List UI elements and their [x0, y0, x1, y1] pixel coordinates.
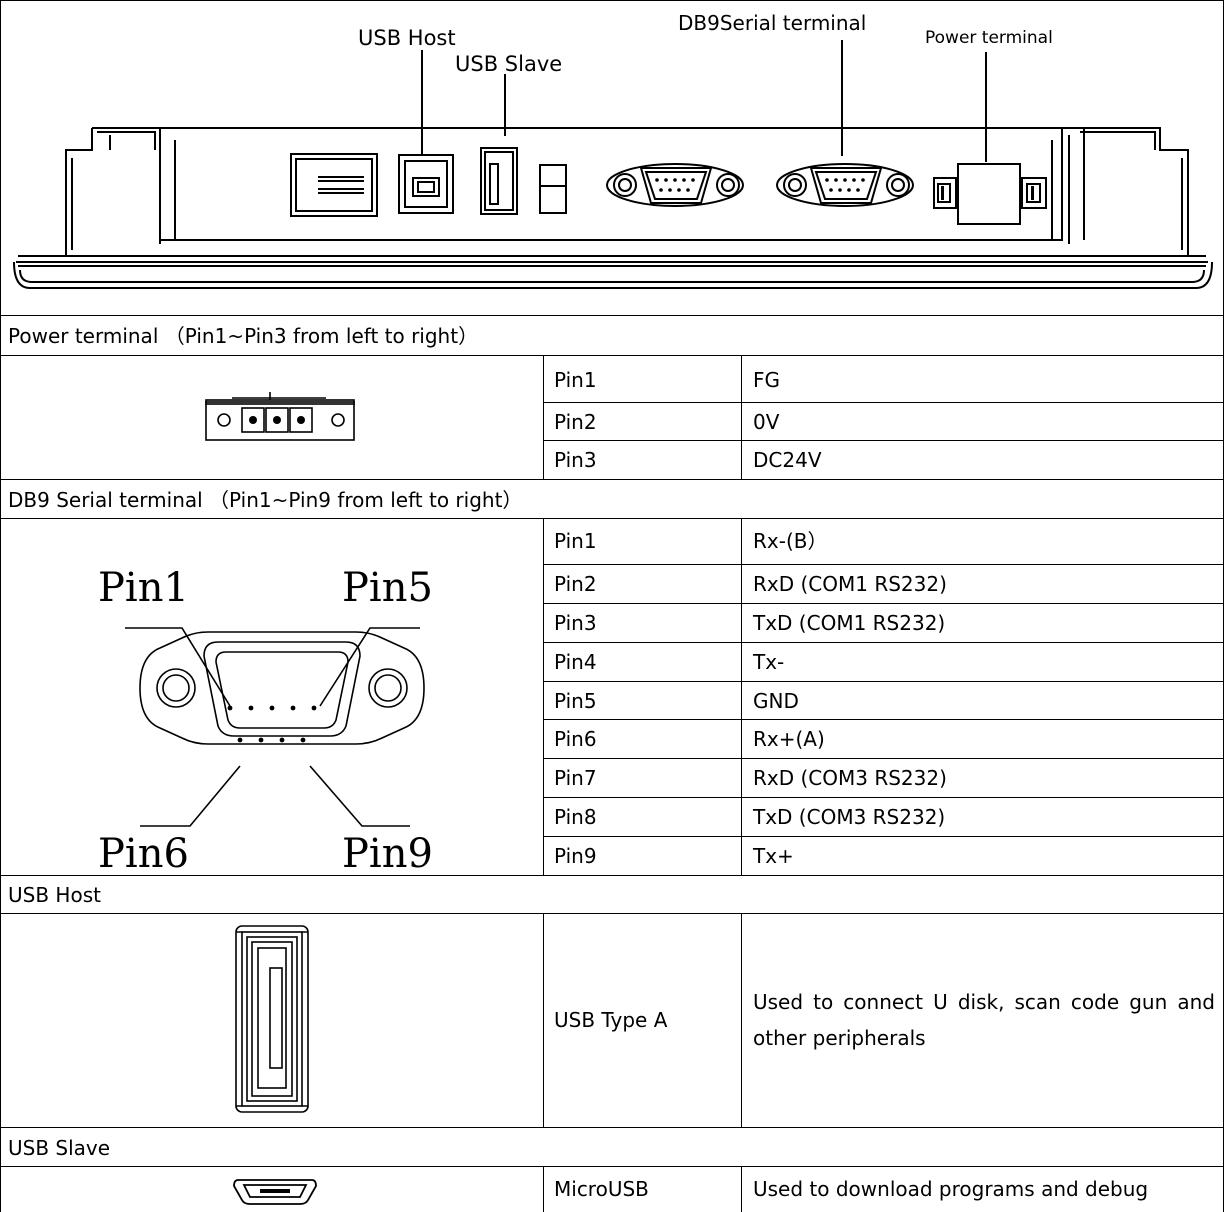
power-terminal-icon	[933, 163, 1047, 225]
power-section-title: Power terminal （Pin1~Pin3 from left to r…	[8, 324, 479, 348]
db9-section-title: DB9 Serial terminal （Pin1~Pin9 from left…	[8, 488, 523, 512]
table-row-pin: Pin1	[554, 529, 597, 553]
usb-host-desc: Used to connect U disk, scan code gun an…	[753, 990, 1215, 1050]
table-row-desc: DC24V	[753, 448, 822, 472]
db9-pinout-diagram	[125, 627, 425, 827]
table-row-pin: Pin4	[554, 650, 597, 674]
column-line	[543, 355, 544, 479]
divider	[544, 402, 1224, 403]
column-line	[543, 518, 544, 875]
column-line	[741, 913, 742, 1127]
table-row-desc: RxD (COM3 RS232)	[753, 766, 947, 790]
divider	[544, 719, 1224, 720]
table-row-pin: Pin5	[554, 689, 597, 713]
divider	[544, 797, 1224, 798]
column-line	[741, 1166, 742, 1212]
table-row-pin: Pin2	[554, 572, 597, 596]
diagram-label-pin5: Pin5	[342, 565, 433, 611]
table-row-desc: 0V	[753, 410, 780, 434]
table-row-desc: Tx+	[753, 844, 794, 868]
divider	[0, 518, 1224, 519]
db9-connector-icon	[606, 163, 744, 207]
divider	[0, 913, 1224, 914]
usb-slave-port-icon	[480, 147, 518, 215]
usb-host-port-icon	[398, 154, 454, 214]
device-rear-drawing	[13, 40, 1213, 289]
power-connector-image	[205, 392, 355, 441]
usb-type-a-image	[235, 925, 309, 1113]
table-row-desc: FG	[753, 368, 781, 392]
border-top	[0, 0, 1224, 1]
table-row-pin: Pin1	[554, 368, 597, 392]
ethernet-port-icon	[290, 153, 378, 217]
table-row-pin: Pin2	[554, 410, 597, 434]
table-row-pin: Pin7	[554, 766, 597, 790]
table-row-desc: TxD (COM3 RS232)	[753, 805, 946, 829]
divider	[0, 355, 1224, 356]
switch-icon	[539, 164, 567, 214]
column-line	[741, 518, 742, 875]
divider	[544, 603, 1224, 604]
divider	[544, 642, 1224, 643]
micro-usb-image	[233, 1179, 317, 1205]
column-line	[543, 913, 544, 1127]
divider	[0, 479, 1224, 480]
db9-connector-icon	[776, 163, 914, 207]
usb-host-type: USB Type A	[554, 1008, 668, 1032]
usb-slave-section-title: USB Slave	[8, 1136, 111, 1160]
divider	[544, 836, 1224, 837]
db9-serial-label: DB9Serial terminal	[678, 11, 867, 35]
usb-host-label: USB Host	[358, 26, 456, 50]
table-row-desc: Tx-	[753, 650, 785, 674]
column-line	[741, 355, 742, 479]
table-row-desc: Rx+(A)	[753, 727, 825, 751]
divider	[0, 1127, 1224, 1128]
table-row-desc: TxD (COM1 RS232)	[753, 611, 946, 635]
border-left	[0, 0, 1, 1212]
column-line	[543, 1166, 544, 1212]
table-row-pin: Pin8	[554, 805, 597, 829]
table-row-pin: Pin3	[554, 611, 597, 635]
power-terminal-label: Power terminal	[925, 28, 1053, 48]
divider	[544, 681, 1224, 682]
divider	[0, 1166, 1224, 1167]
table-row-desc: RxD (COM1 RS232)	[753, 572, 947, 596]
divider	[0, 875, 1224, 876]
table-row-desc: Rx-(B）	[753, 529, 828, 553]
table-row-pin: Pin3	[554, 448, 597, 472]
diagram-label-pin9: Pin9	[342, 831, 433, 877]
diagram-label-pin6: Pin6	[98, 831, 189, 877]
usb-slave-label: USB Slave	[455, 52, 563, 76]
usb-slave-desc: Used to download programs and debug	[753, 1177, 1149, 1201]
usb-slave-type: MicroUSB	[554, 1177, 649, 1201]
divider	[544, 758, 1224, 759]
table-row-pin: Pin9	[554, 844, 597, 868]
table-row-pin: Pin6	[554, 727, 597, 751]
divider	[544, 564, 1224, 565]
divider	[0, 315, 1224, 316]
diagram-label-pin1: Pin1	[98, 565, 189, 611]
divider	[544, 440, 1224, 441]
usb-host-section-title: USB Host	[8, 883, 101, 907]
table-row-desc: GND	[753, 689, 799, 713]
